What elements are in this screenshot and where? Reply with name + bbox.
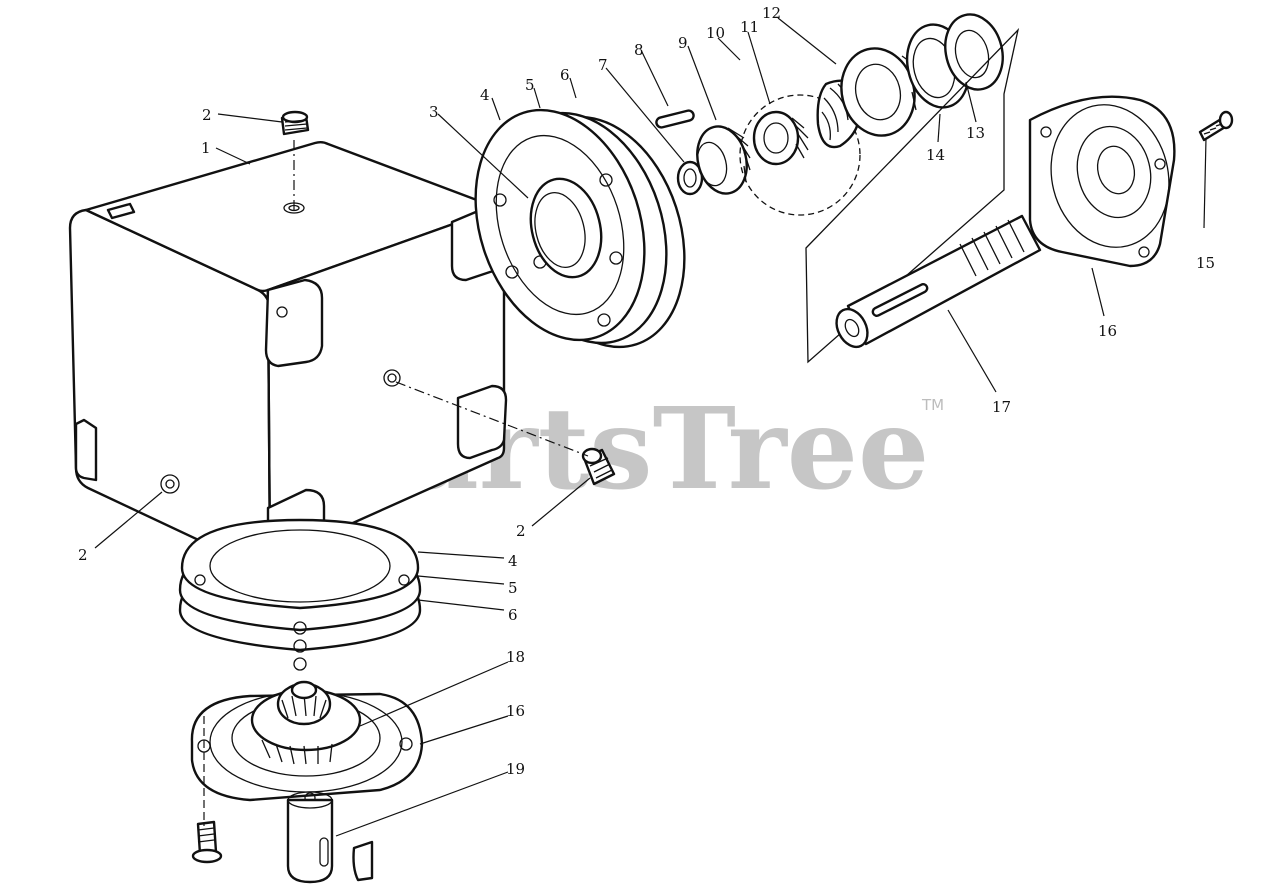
output-shaft — [286, 791, 334, 884]
callout-16-top: 16 — [1098, 322, 1117, 340]
callout-7: 7 — [598, 56, 608, 74]
callout-12: 12 — [762, 4, 781, 22]
callout-2-left: 2 — [78, 546, 88, 564]
cover-screw-bottom — [191, 820, 223, 864]
callout-5-top: 5 — [525, 76, 535, 94]
bearing-cup — [529, 177, 603, 279]
callout-4-top: 4 — [480, 86, 490, 104]
shaft-key-bottom — [352, 840, 374, 882]
retaining-ring — [676, 160, 704, 196]
callout-6-top: 6 — [560, 66, 570, 84]
callout-19: 19 — [506, 760, 525, 778]
cone-bearing-small — [696, 125, 751, 195]
callout-14: 14 — [926, 146, 945, 164]
leader-lines — [94, 17, 1207, 837]
pipe-plug-top — [280, 110, 310, 136]
callout-11: 11 — [740, 18, 759, 36]
callout-13: 13 — [966, 124, 985, 142]
gasket-stack-bottom — [178, 518, 422, 671]
gear-outline-dashed — [739, 94, 861, 216]
bevel-gear-vertical — [250, 680, 362, 765]
callout-16-bottom: 16 — [506, 702, 525, 720]
pipe-plug-side — [581, 447, 616, 486]
trademark-mark: TM — [921, 396, 944, 414]
input-shaft — [835, 214, 1042, 349]
shaft-callout-frame — [805, 27, 1020, 364]
callout-3: 3 — [429, 103, 439, 121]
oil-seal — [944, 13, 1004, 91]
woodruff-key — [655, 109, 695, 129]
gearbox-cover-side — [1028, 95, 1176, 268]
callout-15: 15 — [1196, 254, 1215, 272]
bevel-pinion-gear — [752, 110, 809, 166]
callout-labels: 1 2 2 2 3 4 5 6 7 8 9 10 11 12 13 14 15 … — [78, 4, 1215, 778]
callout-4-bottom: 4 — [508, 552, 518, 570]
callout-18: 18 — [506, 648, 525, 666]
callout-5-bottom: 5 — [508, 579, 518, 597]
callout-2-right: 2 — [516, 522, 526, 540]
callout-8: 8 — [634, 41, 644, 59]
callout-1: 1 — [201, 139, 211, 157]
cover-screw-right — [1198, 110, 1234, 142]
callout-2-top: 2 — [202, 106, 212, 124]
callout-17: 17 — [992, 398, 1011, 416]
callout-10: 10 — [706, 24, 725, 42]
callout-9: 9 — [678, 34, 688, 52]
callout-6-bottom: 6 — [508, 606, 518, 624]
